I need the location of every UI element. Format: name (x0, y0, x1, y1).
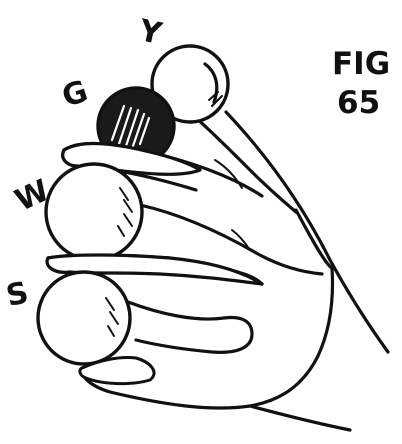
ball-s (38, 272, 130, 364)
figure-caption: FIG 65 (332, 46, 390, 121)
figure-caption-line1: FIG (332, 46, 390, 82)
ball-w-circle (46, 164, 142, 260)
wrist-lower-edge (250, 406, 350, 430)
ball-label-g: G (58, 74, 92, 115)
ball-w (46, 164, 142, 260)
ball-label-y: Y (135, 13, 166, 52)
little-finger (128, 302, 252, 352)
figure-caption-line2: 65 (337, 85, 380, 121)
ball-s-circle (38, 272, 130, 364)
ball-label-s: S (3, 275, 31, 314)
forearm-inner-edge (296, 210, 332, 268)
